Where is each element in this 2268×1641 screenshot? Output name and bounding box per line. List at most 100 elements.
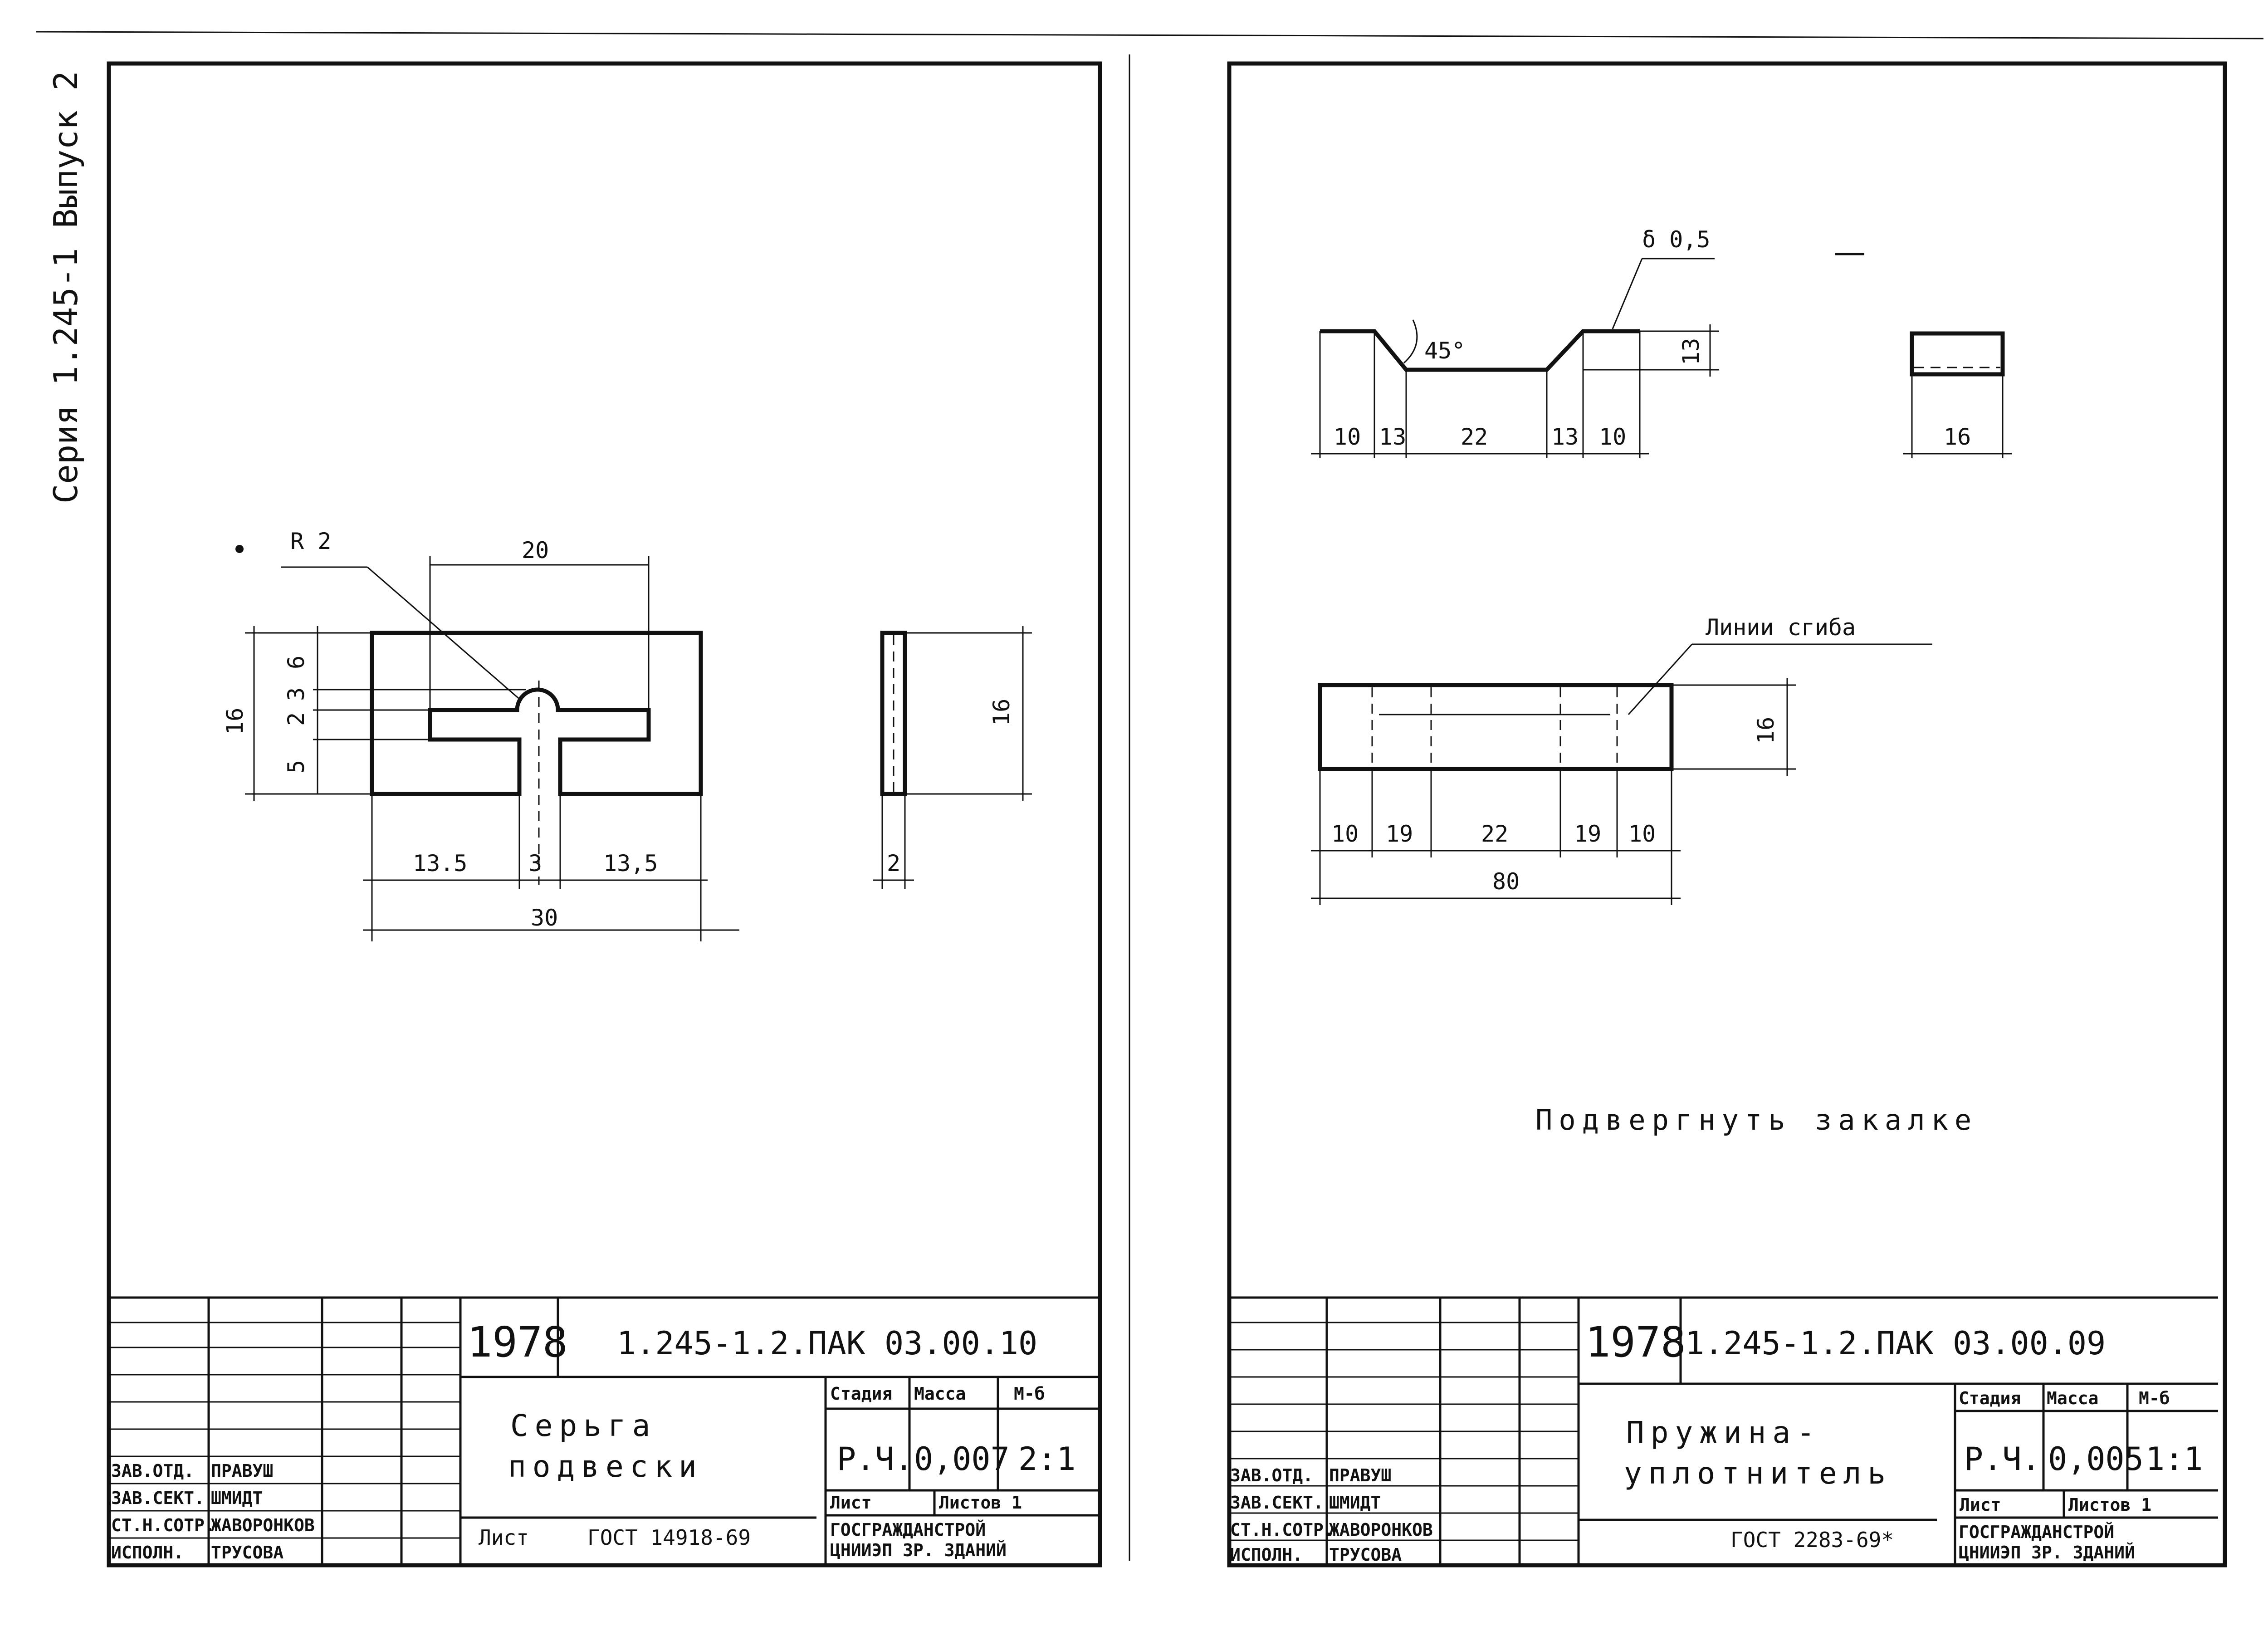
right-staff-name-1: ШМИДТ	[1329, 1493, 1381, 1513]
spring-end-view: 16	[1835, 253, 2012, 458]
right-org-line1: ГОСГРАЖДАНСТРОЙ	[1959, 1522, 2114, 1542]
left-staff-role-3: ИСПОЛН.	[111, 1543, 184, 1563]
left-staff-role-2: СТ.Н.СОТР.	[111, 1515, 215, 1535]
dim-flat-3: 19	[1574, 821, 1601, 847]
dim-top-width: 20	[522, 537, 549, 563]
left-gost: ГОСТ 14918-69	[587, 1525, 751, 1550]
dim-flat-height: 16	[1753, 717, 1779, 744]
side-outline	[880, 631, 907, 796]
spring-flat-view: Линии сгиба 16 10 19 22 19 10 80	[1311, 614, 1932, 905]
dim-b2: 3	[528, 850, 542, 877]
left-staff-name-0: ПРАВУШ	[211, 1461, 273, 1481]
spring-profile-view: δ 0,5 45° 10 13 22 13 10 13	[1311, 226, 1719, 458]
dim-b1: 13.5	[413, 850, 467, 877]
left-sheet-word: Лист	[479, 1525, 529, 1550]
right-staff-name-0: ПРАВУШ	[1329, 1465, 1391, 1485]
left-staff-role-0: ЗАВ.ОТД.	[111, 1461, 194, 1481]
earring-outline	[370, 631, 703, 796]
dim-b3: 13,5	[603, 850, 658, 877]
dim-end-width: 16	[1944, 424, 1971, 450]
angle-label: 45°	[1424, 338, 1465, 364]
dim-3: 3	[283, 687, 309, 701]
right-staff-name-2: ЖАВОРОНКОВ	[1329, 1520, 1433, 1540]
right-year: 1978	[1585, 1318, 1686, 1367]
right-scale: 1:1	[2146, 1440, 2203, 1478]
right-gost: ГОСТ 2283-69*	[1730, 1528, 1894, 1552]
profile-outline	[1320, 329, 1640, 372]
leader-r2	[367, 566, 522, 702]
left-scale-header: М-б	[1014, 1384, 1045, 1404]
left-sheet: R 2 20 6 3 2 5 16 13.5 3 13,5 30 16 2	[107, 61, 1102, 1568]
right-stage: Р.Ч.	[1964, 1440, 2041, 1478]
right-staff-role-1: ЗАВ.СЕКТ.	[1230, 1493, 1324, 1513]
left-staff-role-1: ЗАВ.СЕКТ.	[111, 1488, 205, 1508]
left-title-block: 1978 1.245-1.2.ПАК 03.00.10 Серьга подве…	[109, 1296, 1100, 1565]
dim-flat-2: 22	[1481, 821, 1508, 847]
right-scale-header: М-б	[2139, 1388, 2170, 1408]
left-staff-name-2: ЖАВОРОНКОВ	[211, 1515, 315, 1535]
dim-top-3: 13	[1551, 424, 1579, 450]
top-edge-line	[36, 31, 2264, 39]
end-outline	[1910, 331, 2005, 377]
left-staff-name-3: ТРУСОВА	[211, 1543, 284, 1563]
dim-top-1: 13	[1379, 424, 1406, 450]
right-sheets-label: Листов 1	[2068, 1495, 2151, 1515]
left-year: 1978	[467, 1318, 568, 1367]
left-sheets-label: Листов 1	[939, 1493, 1022, 1513]
dim-radius: R 2	[290, 528, 331, 554]
right-stage-header: Стадия	[1959, 1388, 2021, 1408]
right-title-line1: Пружина-	[1626, 1415, 1821, 1450]
dim-5: 5	[283, 760, 309, 774]
earring-front-view: R 2 20 6 3 2 5 16 13.5 3 13,5 30	[222, 528, 739, 941]
bend-label: Линии сгиба	[1706, 614, 1856, 641]
left-title-line1: Серьга	[510, 1408, 656, 1443]
left-doc-code: 1.245-1.2.ПАК 03.00.10	[617, 1325, 1037, 1362]
hardening-note: Подвергнуть закалке	[1535, 1103, 1978, 1136]
dim-top-4: 10	[1599, 424, 1626, 450]
dim-top-0: 10	[1334, 424, 1361, 450]
dim-flat-1: 19	[1386, 821, 1413, 847]
right-title-line2: уплотнитель	[1624, 1456, 1892, 1491]
thickness-label: δ 0,5	[1642, 226, 1711, 253]
right-staff-role-2: СТ.Н.СОТР.	[1230, 1520, 1334, 1540]
right-frame	[1227, 61, 2227, 1568]
left-org-line2: ЦНИИЭП ЗР. ЗДАНИЙ	[830, 1540, 1007, 1560]
dim-side-height: 16	[988, 699, 1015, 726]
right-staff-role-3: ИСПОЛН.	[1230, 1545, 1303, 1565]
right-sheet: δ 0,5 45° 10 13 22 13 10 13 16	[1227, 61, 2227, 1568]
earring-side-view: 16 2	[873, 626, 1032, 889]
right-staff-name-3: ТРУСОВА	[1329, 1545, 1402, 1565]
dim-top-2: 22	[1461, 424, 1488, 450]
left-org-line1: ГОСГРАЖДАНСТРОЙ	[830, 1520, 986, 1540]
left-title-line2: подвески	[508, 1449, 703, 1484]
leader-thickness	[1612, 258, 1643, 329]
right-mass: 0,005	[2048, 1440, 2144, 1478]
left-stage-header: Стадия	[830, 1384, 892, 1404]
right-sheet-label: Лист	[1960, 1495, 2001, 1515]
left-frame	[107, 61, 1102, 1568]
dim-height: 16	[222, 708, 248, 735]
dim-side-thickness: 2	[887, 850, 900, 877]
left-sheet-label: Лист	[830, 1493, 872, 1513]
right-doc-code: 1.245-1.2.ПАК 03.00.09	[1685, 1325, 2106, 1362]
left-mass-header: Масса	[914, 1384, 966, 1404]
dim-6: 6	[283, 656, 309, 669]
flat-outline	[1318, 683, 1674, 771]
right-title-block: 1978 1.245-1.2.ПАК 03.00.09 Пружина- упл…	[1229, 1296, 2218, 1565]
left-mass: 0,007	[914, 1440, 1010, 1478]
dot-mark	[235, 545, 244, 553]
dim-2: 2	[283, 712, 309, 726]
left-stage: Р.Ч.	[837, 1440, 914, 1478]
left-scale: 2:1	[1018, 1440, 1075, 1478]
angle-arc	[1403, 319, 1418, 364]
bend-leader	[1628, 643, 1693, 715]
dim-flat-0: 10	[1331, 821, 1359, 847]
dim-total: 30	[531, 905, 558, 931]
right-org-line2: ЦНИИЭП ЗР. ЗДАНИЙ	[1959, 1543, 2135, 1563]
dim-flat-total: 80	[1492, 868, 1520, 895]
left-staff-name-1: ШМИДТ	[211, 1488, 263, 1508]
right-staff-role-0: ЗАВ.ОТД.	[1230, 1465, 1313, 1485]
series-label: Серия 1.245-1 Выпуск 2	[47, 71, 85, 504]
dim-top-height: 13	[1678, 338, 1704, 365]
